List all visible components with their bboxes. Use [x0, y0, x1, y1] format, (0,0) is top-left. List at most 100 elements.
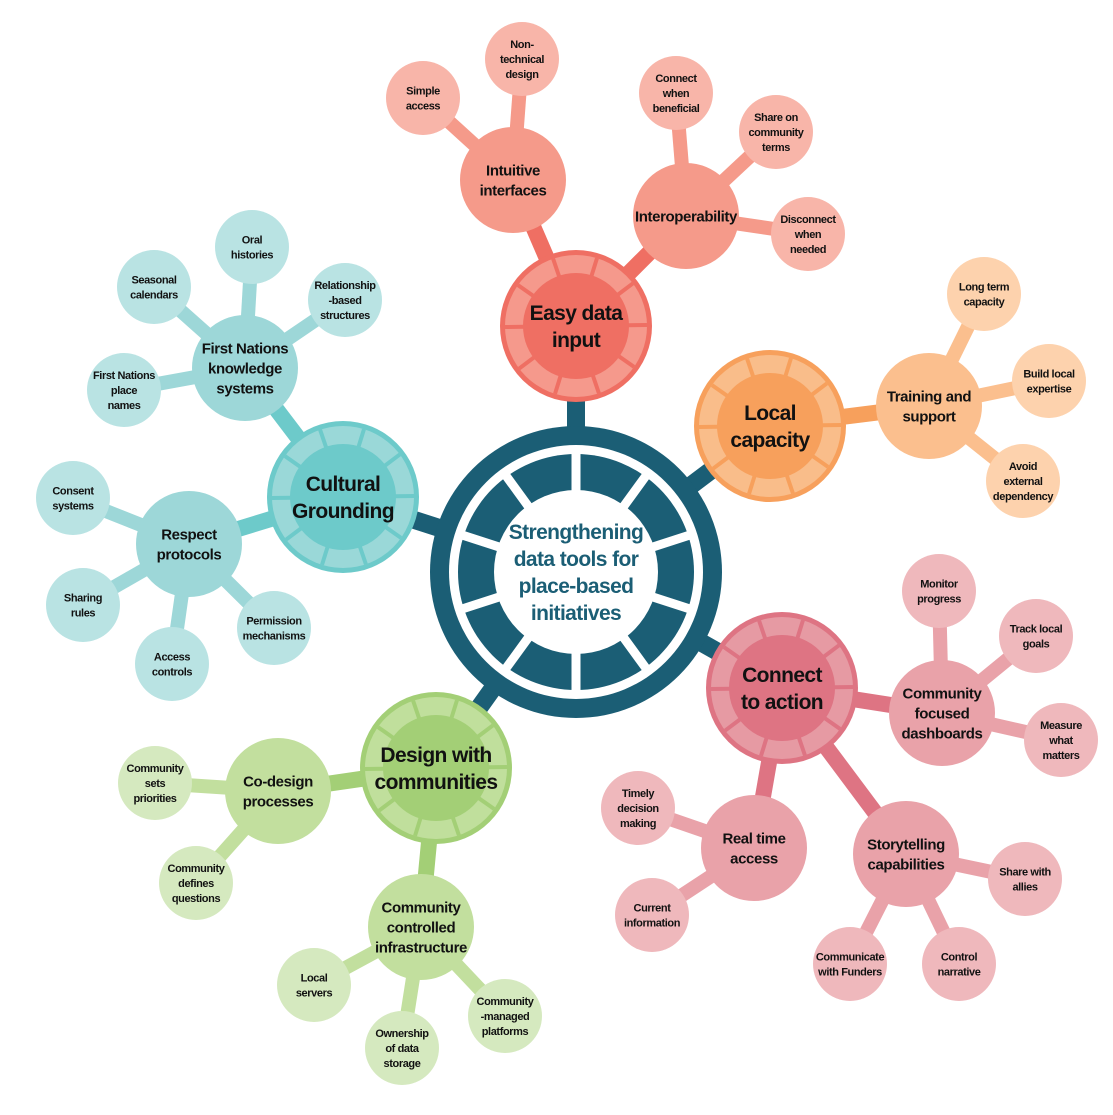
leaf-circle: [117, 250, 191, 324]
leaf-label-line: Share with: [999, 866, 1051, 878]
branch-label-line: Local: [744, 402, 796, 425]
leaf-node: Communicate with Funders: [813, 927, 887, 1001]
ring-divider: [461, 530, 502, 552]
ring-divider: [461, 592, 502, 614]
leaf-label-line: Ownership: [375, 1028, 429, 1040]
ring-divider: [590, 374, 601, 394]
leaf-circle: [947, 257, 1021, 331]
ring-divider: [650, 530, 691, 552]
leaf-label-line: Communicate: [816, 951, 885, 963]
leaf-label-line: design: [505, 69, 539, 81]
leaf-label-line: terms: [762, 142, 790, 154]
leaf-label-line: Non-: [510, 39, 534, 51]
sub-circle: [633, 163, 739, 269]
leaf-label: Share with allies: [999, 866, 1051, 893]
sub-circle: [368, 874, 474, 980]
branch-label-line: capacity: [730, 429, 810, 452]
branch-label-line: Design with: [380, 744, 491, 767]
leaf-label-line: Monitor: [920, 578, 959, 590]
leaf-label-line: with Funders: [817, 966, 882, 978]
leaf-circle: [1012, 344, 1086, 418]
leaf-label: Control narrative: [938, 951, 981, 978]
branch-core: [729, 635, 835, 741]
leaf-label-line: of data: [385, 1043, 420, 1055]
leaf-label-line: decision: [617, 803, 659, 815]
leaf-label-line: external: [1004, 476, 1043, 488]
leaf-label-line: calendars: [130, 289, 178, 301]
leaf-label-line: beneficial: [653, 103, 700, 115]
sub-label-line: First Nations: [202, 340, 289, 357]
leaf-label-line: allies: [1012, 881, 1037, 893]
ring-divider: [745, 358, 756, 378]
leaf-label-line: histories: [231, 249, 274, 261]
leaf-label-line: Control: [941, 951, 978, 963]
leaf-label-line: Long term: [959, 281, 1010, 293]
leaf-node: Consent systems: [36, 461, 110, 535]
ring-divider: [502, 473, 533, 510]
ring-divider: [619, 634, 650, 671]
branch-label: Design with communities: [375, 744, 498, 794]
ring-divider: [284, 526, 303, 542]
ring-divider: [376, 725, 395, 740]
leaf-label-line: sets: [145, 778, 166, 790]
ring-divider: [796, 736, 807, 756]
leaf-circle: [986, 444, 1060, 518]
ring-divider: [759, 737, 769, 757]
leaf-circle: [771, 197, 845, 271]
leaf-circle: [615, 878, 689, 952]
ring-divider: [619, 473, 650, 510]
ring-divider: [757, 620, 768, 640]
ring-divider: [553, 375, 563, 395]
leaf-label-line: dependency: [993, 491, 1054, 503]
leaf-label-line: narrative: [938, 966, 981, 978]
leaf-label-line: Consent: [52, 485, 94, 497]
leaf-circle: [988, 842, 1062, 916]
center-core: [494, 490, 658, 654]
ring-divider: [589, 257, 599, 277]
leaf-label-line: Share on: [754, 112, 799, 124]
leaf-label-line: Relationship: [314, 280, 376, 292]
ring-divider: [747, 475, 757, 495]
ring-divider: [516, 283, 535, 298]
ring-divider: [810, 381, 829, 397]
leaf-label-line: systems: [52, 500, 94, 512]
sub-label-line: access: [730, 850, 778, 867]
leaf-label-line: needed: [790, 244, 826, 256]
sub-label-line: protocols: [157, 546, 222, 563]
ring-divider: [384, 525, 403, 540]
ring-divider: [413, 817, 423, 837]
ring-divider: [710, 383, 729, 398]
leaf-label-line: defines: [178, 878, 214, 890]
ring-divider: [450, 816, 461, 836]
branch-core: [717, 373, 823, 479]
branch-label-line: communities: [375, 771, 498, 794]
ring-divider: [477, 796, 496, 811]
